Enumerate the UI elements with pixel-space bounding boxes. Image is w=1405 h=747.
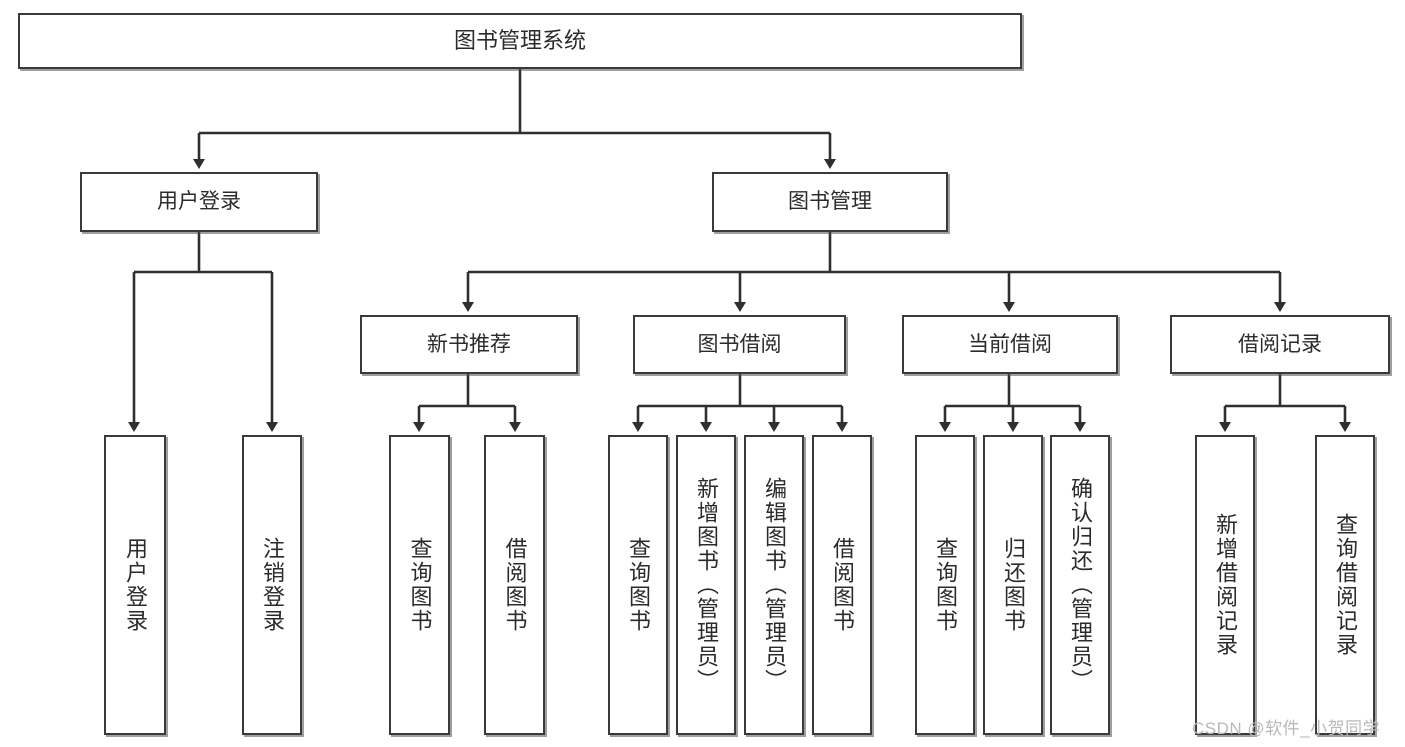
node-leaf-borrow-book-recommend-label: 借阅图书 (502, 537, 528, 633)
node-leaf-query-book-recommend-label: 查询图书 (407, 537, 433, 633)
node-leaf-borrow-book-label: 借阅图书 (830, 537, 855, 633)
node-book-management-label: 图书管理 (788, 190, 872, 214)
node-leaf-confirm-return-label: 确认归还（管理员） (1068, 477, 1093, 693)
node-current-borrow[interactable]: 当前借阅 (902, 315, 1118, 374)
node-leaf-query-book-current-label: 查询图书 (933, 537, 958, 633)
node-leaf-add-borrow-record[interactable]: 新增借阅记录 (1195, 435, 1255, 735)
node-book-borrow[interactable]: 图书借阅 (633, 315, 846, 374)
node-leaf-user-login[interactable]: 用户登录 (104, 435, 166, 735)
node-leaf-query-book-borrow[interactable]: 查询图书 (608, 435, 668, 735)
node-leaf-borrow-book[interactable]: 借阅图书 (812, 435, 872, 735)
node-leaf-query-book-borrow-label: 查询图书 (626, 537, 651, 633)
node-new-book-recommend-label: 新书推荐 (427, 332, 511, 356)
node-leaf-logout-label: 注销登录 (260, 537, 285, 633)
node-root[interactable]: 图书管理系统 (18, 13, 1022, 69)
node-leaf-return-book[interactable]: 归还图书 (983, 435, 1043, 735)
node-leaf-query-borrow-record[interactable]: 查询借阅记录 (1315, 435, 1375, 735)
node-user-login-label: 用户登录 (157, 190, 241, 214)
node-book-borrow-label: 图书借阅 (697, 332, 782, 356)
node-new-book-recommend[interactable]: 新书推荐 (360, 315, 578, 374)
node-leaf-add-book-label: 新增图书（管理员） (694, 477, 719, 693)
csdn-watermark: CSDN @软件_小贺同学 (1192, 719, 1381, 738)
node-root-label: 图书管理系统 (453, 27, 586, 53)
node-leaf-borrow-book-recommend[interactable]: 借阅图书 (484, 435, 545, 735)
node-leaf-edit-book[interactable]: 编辑图书（管理员） (744, 435, 804, 735)
node-leaf-add-book[interactable]: 新增图书（管理员） (676, 435, 736, 735)
node-leaf-query-book-recommend[interactable]: 查询图书 (389, 435, 450, 735)
node-leaf-edit-book-label: 编辑图书（管理员） (762, 477, 787, 693)
node-leaf-user-login-label: 用户登录 (123, 537, 148, 633)
node-borrow-record[interactable]: 借阅记录 (1170, 315, 1390, 374)
node-leaf-query-borrow-record-label: 查询借阅记录 (1333, 513, 1358, 657)
node-current-borrow-label: 当前借阅 (968, 332, 1052, 356)
node-leaf-add-borrow-record-label: 新增借阅记录 (1213, 513, 1238, 657)
node-leaf-confirm-return[interactable]: 确认归还（管理员） (1050, 435, 1110, 735)
node-leaf-query-book-current[interactable]: 查询图书 (915, 435, 975, 735)
node-leaf-return-book-label: 归还图书 (1001, 537, 1026, 633)
node-book-management[interactable]: 图书管理 (712, 172, 948, 232)
node-user-login[interactable]: 用户登录 (80, 172, 318, 232)
node-borrow-record-label: 借阅记录 (1238, 332, 1322, 356)
node-leaf-logout[interactable]: 注销登录 (242, 435, 302, 735)
